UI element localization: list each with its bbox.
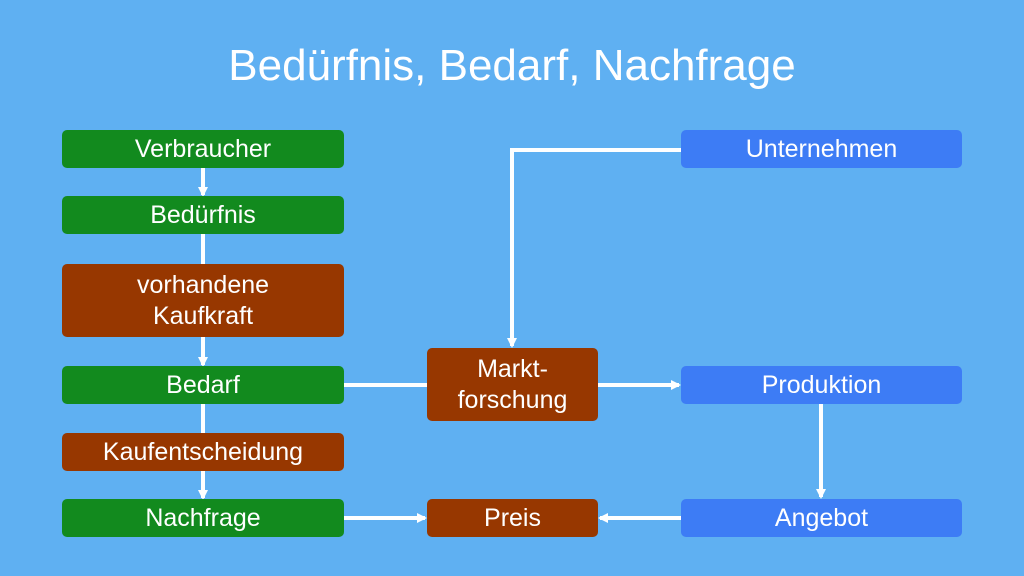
node-kaufkraft: vorhandene Kaufkraft (62, 264, 344, 337)
node-unternehmen: Unternehmen (681, 130, 962, 168)
node-bedarf: Bedarf (62, 366, 344, 404)
node-nachfrage: Nachfrage (62, 499, 344, 537)
node-verbraucher: Verbraucher (62, 130, 344, 168)
node-produktion: Produktion (681, 366, 962, 404)
node-marktforschung: Markt- forschung (427, 348, 598, 421)
arrow-unternehmen-to-marktforschung (507, 148, 681, 348)
node-preis: Preis (427, 499, 598, 537)
node-beduerfnis: Bedürfnis (62, 196, 344, 234)
diagram-title: Bedürfnis, Bedarf, Nachfrage (228, 41, 796, 90)
node-angebot: Angebot (681, 499, 962, 537)
node-kaufentscheidung: Kaufentscheidung (62, 433, 344, 471)
